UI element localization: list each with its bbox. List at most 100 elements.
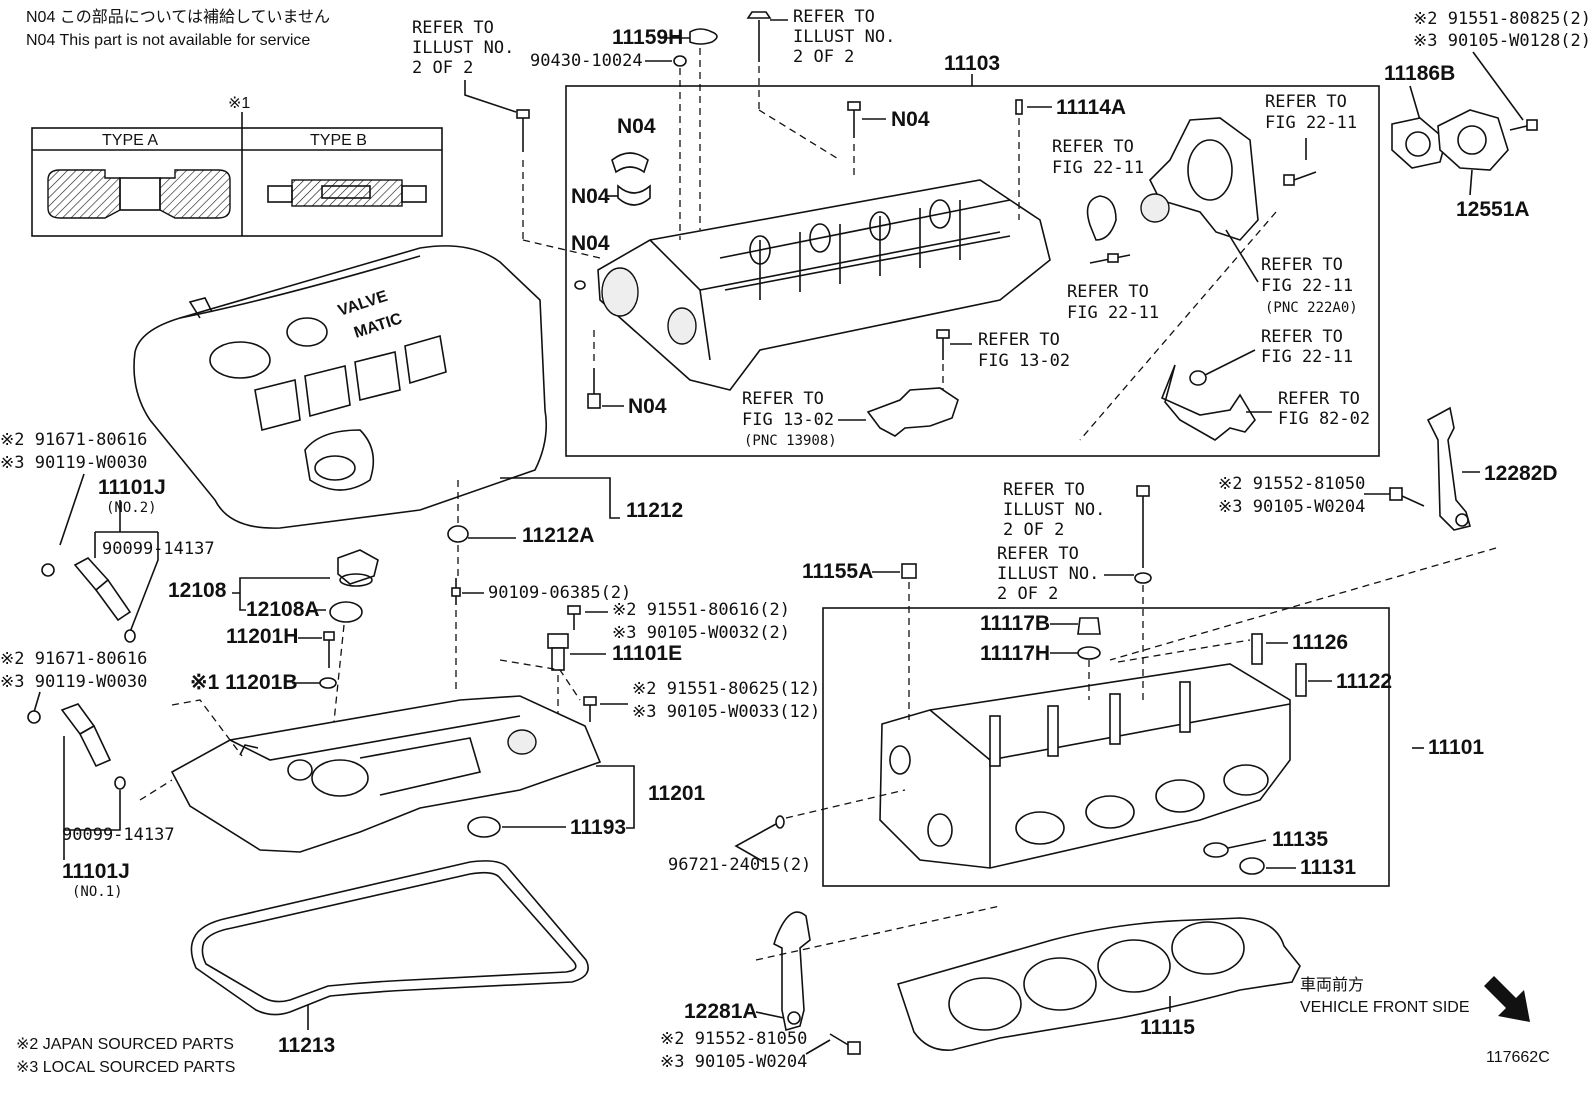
note-n04-en: N04 This part is not available for servi…: [26, 32, 310, 49]
refer-illust-b-line2: ILLUST NO.: [793, 27, 895, 47]
bolt-n04-e-icon: [587, 368, 601, 409]
gasket-11117H-icon: [1077, 646, 1101, 660]
refer-13-02-b-line1: REFER TO: [742, 389, 824, 409]
washer-11201B-icon: [319, 677, 337, 689]
clip-11159H-icon: [689, 28, 718, 45]
refer-22-11-a-line2: FIG 22-11: [1052, 158, 1144, 178]
dowel-11114A-icon: [1015, 99, 1023, 115]
label-90430: 90430-10024: [530, 51, 643, 71]
refer-22-11-c-line2: FIG 22-11: [1067, 303, 1159, 323]
label-n04-d: N04: [891, 108, 930, 131]
label-11186B: 11186B: [1384, 62, 1455, 85]
refer-22-11-a-line1: REFER TO: [1052, 137, 1134, 157]
refer-22-11-c-line1: REFER TO: [1067, 282, 1149, 302]
label-s3-90105-W0204-a: ※3 90105-W0204: [1218, 497, 1365, 517]
bracket-13-02-icon: [866, 387, 959, 437]
front-arrow-icon: [1484, 976, 1530, 1022]
cylinder-head-frame: [822, 607, 1390, 887]
refer-13-02-b-line2: FIG 13-02: [742, 410, 834, 430]
gasket-type-a-icon: [47, 169, 231, 219]
label-11115: 11115: [1140, 1016, 1195, 1039]
refer-illust-d-line3: 2 OF 2: [997, 584, 1058, 604]
refer-22-11-d-line2: FIG 22-11: [1261, 276, 1353, 296]
label-no1: (NO.1): [72, 884, 123, 900]
cover-gasket-icon: [190, 860, 589, 1016]
label-s3-90105-W0032: ※3 90105-W0032(2): [612, 623, 790, 643]
label-11201H: 11201H: [226, 625, 298, 648]
stud-icon: [1089, 253, 1131, 264]
label-s1-11201B: ※1 11201B: [190, 671, 298, 694]
bolt-w0204-b-icon: [829, 1033, 861, 1055]
cam-sensor-icon: [547, 633, 569, 671]
camshaft-housing-icon: [597, 179, 1051, 391]
label-11159H: 11159H: [612, 26, 683, 49]
label-s2-91552-81050-a: ※2 91552-81050: [1218, 474, 1365, 494]
refer-illust-c-line3: 2 OF 2: [1003, 520, 1064, 540]
head-bolt-icon: [1136, 485, 1150, 568]
ocv-valve-no1-icon: [27, 703, 112, 768]
figure-id: 117662C: [1486, 1049, 1550, 1066]
label-11131: 11131: [1300, 856, 1356, 879]
bolt-icon: [516, 109, 530, 152]
label-s2-91671-80616-b: ※2 91671-80616: [0, 649, 147, 669]
cylinder-head-icon: [879, 663, 1291, 869]
washer-90430-icon: [673, 55, 687, 67]
bearing-icon: [611, 152, 649, 174]
nut-icon: [1189, 370, 1207, 386]
label-n04-e: N04: [628, 395, 667, 418]
bolt-w0204-a-icon: [1389, 487, 1425, 507]
stud-90109-icon: [451, 578, 461, 605]
refer-illust-b-line1: REFER TO: [793, 7, 875, 27]
seal-11131-icon: [1239, 857, 1265, 875]
bolt-n04-icon: [847, 101, 861, 138]
label-11101E: 11101E: [612, 642, 682, 665]
label-s2-91551-80625: ※2 91551-80625(12): [632, 679, 820, 699]
pnc-222A0: (PNC 222A0): [1265, 300, 1358, 316]
guide-11126-icon: [1251, 633, 1263, 665]
bolt-w0128-icon: [1509, 119, 1538, 131]
label-11135: 11135: [1272, 828, 1328, 851]
bolt-11201H-icon: [323, 631, 335, 668]
label-90109: 90109-06385(2): [488, 583, 631, 603]
label-11155A: 11155A: [802, 560, 873, 583]
oring-no2-icon: [124, 629, 136, 643]
label-s3-90105-W0033: ※3 90105-W0033(12): [632, 702, 820, 722]
vacuum-pump-icon: [1140, 117, 1259, 241]
label-11101: 11101: [1428, 736, 1484, 759]
label-96721: 96721-24015(2): [668, 855, 811, 875]
oring-no1-icon: [114, 776, 126, 790]
label-s3-90105-W0204-b: ※3 90105-W0204: [660, 1052, 807, 1072]
label-12551A: 12551A: [1456, 198, 1530, 221]
guide-11122-icon: [1295, 663, 1307, 697]
label-11212A: 11212A: [522, 524, 594, 547]
label-11117B: 11117B: [980, 612, 1050, 635]
label-s3-90119-W0030-b: ※3 90119-W0030: [0, 672, 147, 692]
bolt-22-11-icon: [1283, 171, 1317, 186]
type-b-header: TYPE B: [310, 132, 367, 149]
cover-12551A-icon: [1437, 109, 1509, 171]
type-inset: ※1 TYPE A TYPE B: [31, 95, 443, 237]
label-11126: 11126: [1292, 631, 1348, 654]
bolt-w0033-icon: [583, 696, 597, 722]
label-12108: 12108: [168, 579, 227, 602]
refer-82-02-line1: REFER TO: [1278, 389, 1360, 409]
refer-illust-a-line1: REFER TO: [412, 18, 494, 38]
refer-illust-c-line2: ILLUST NO.: [1003, 500, 1105, 520]
label-s3-90105-W0128: ※3 90105-W0128(2): [1413, 31, 1591, 51]
label-no2: (NO.2): [106, 500, 157, 516]
refer-22-11-e-line1: REFER TO: [1261, 327, 1343, 347]
long-bolt-icon: [746, 11, 772, 62]
bolt-13-02-icon: [936, 329, 950, 360]
head-washer-icon: [1134, 572, 1152, 584]
bracket-icon: [1160, 364, 1256, 441]
engine-hanger-front-icon: [773, 911, 811, 1032]
local-sourced-note: ※3 LOCAL SOURCED PARTS: [16, 1059, 235, 1076]
ocv-valve-no2-icon: [41, 556, 132, 622]
label-12108A: 12108A: [246, 598, 320, 621]
oring-icon: [1086, 195, 1117, 241]
seal-11135-icon: [1203, 842, 1229, 858]
vehicle-front-jp: 車両前方: [1300, 976, 1364, 994]
label-11103: 11103: [944, 52, 1000, 75]
refer-illust-c-line1: REFER TO: [1003, 480, 1085, 500]
